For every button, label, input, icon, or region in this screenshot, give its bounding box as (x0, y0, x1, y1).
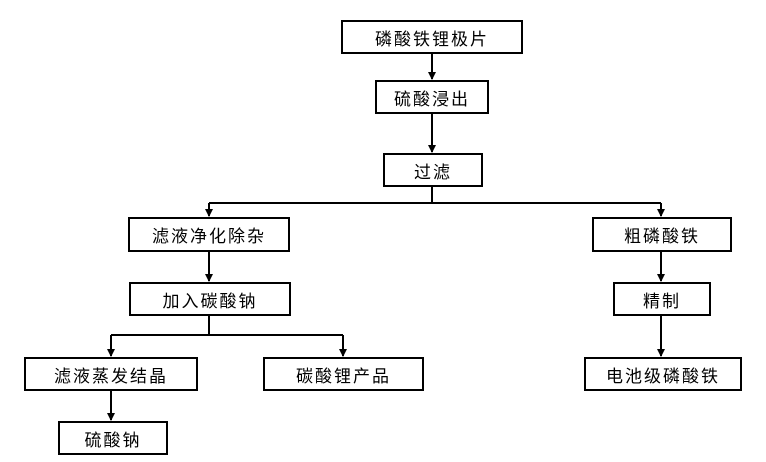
node-filtrate-purification: 滤液净化除杂 (128, 217, 290, 252)
node-sodium-sulfate: 硫酸钠 (58, 421, 168, 455)
node-refining: 精制 (613, 282, 711, 316)
node-add-sodium-carbonate: 加入碳酸钠 (129, 282, 291, 316)
node-filtrate-evaporation: 滤液蒸发结晶 (24, 357, 198, 391)
node-lfp-cathode-sheet: 磷酸铁锂极片 (341, 20, 523, 54)
node-lithium-carbonate-product: 碳酸锂产品 (263, 357, 424, 391)
node-sulfuric-acid-leach: 硫酸浸出 (375, 80, 489, 114)
node-crude-iron-phosphate: 粗磷酸铁 (592, 217, 732, 252)
node-filtration: 过滤 (383, 153, 483, 187)
node-battery-grade-iron-phosphate: 电池级磷酸铁 (584, 357, 742, 391)
